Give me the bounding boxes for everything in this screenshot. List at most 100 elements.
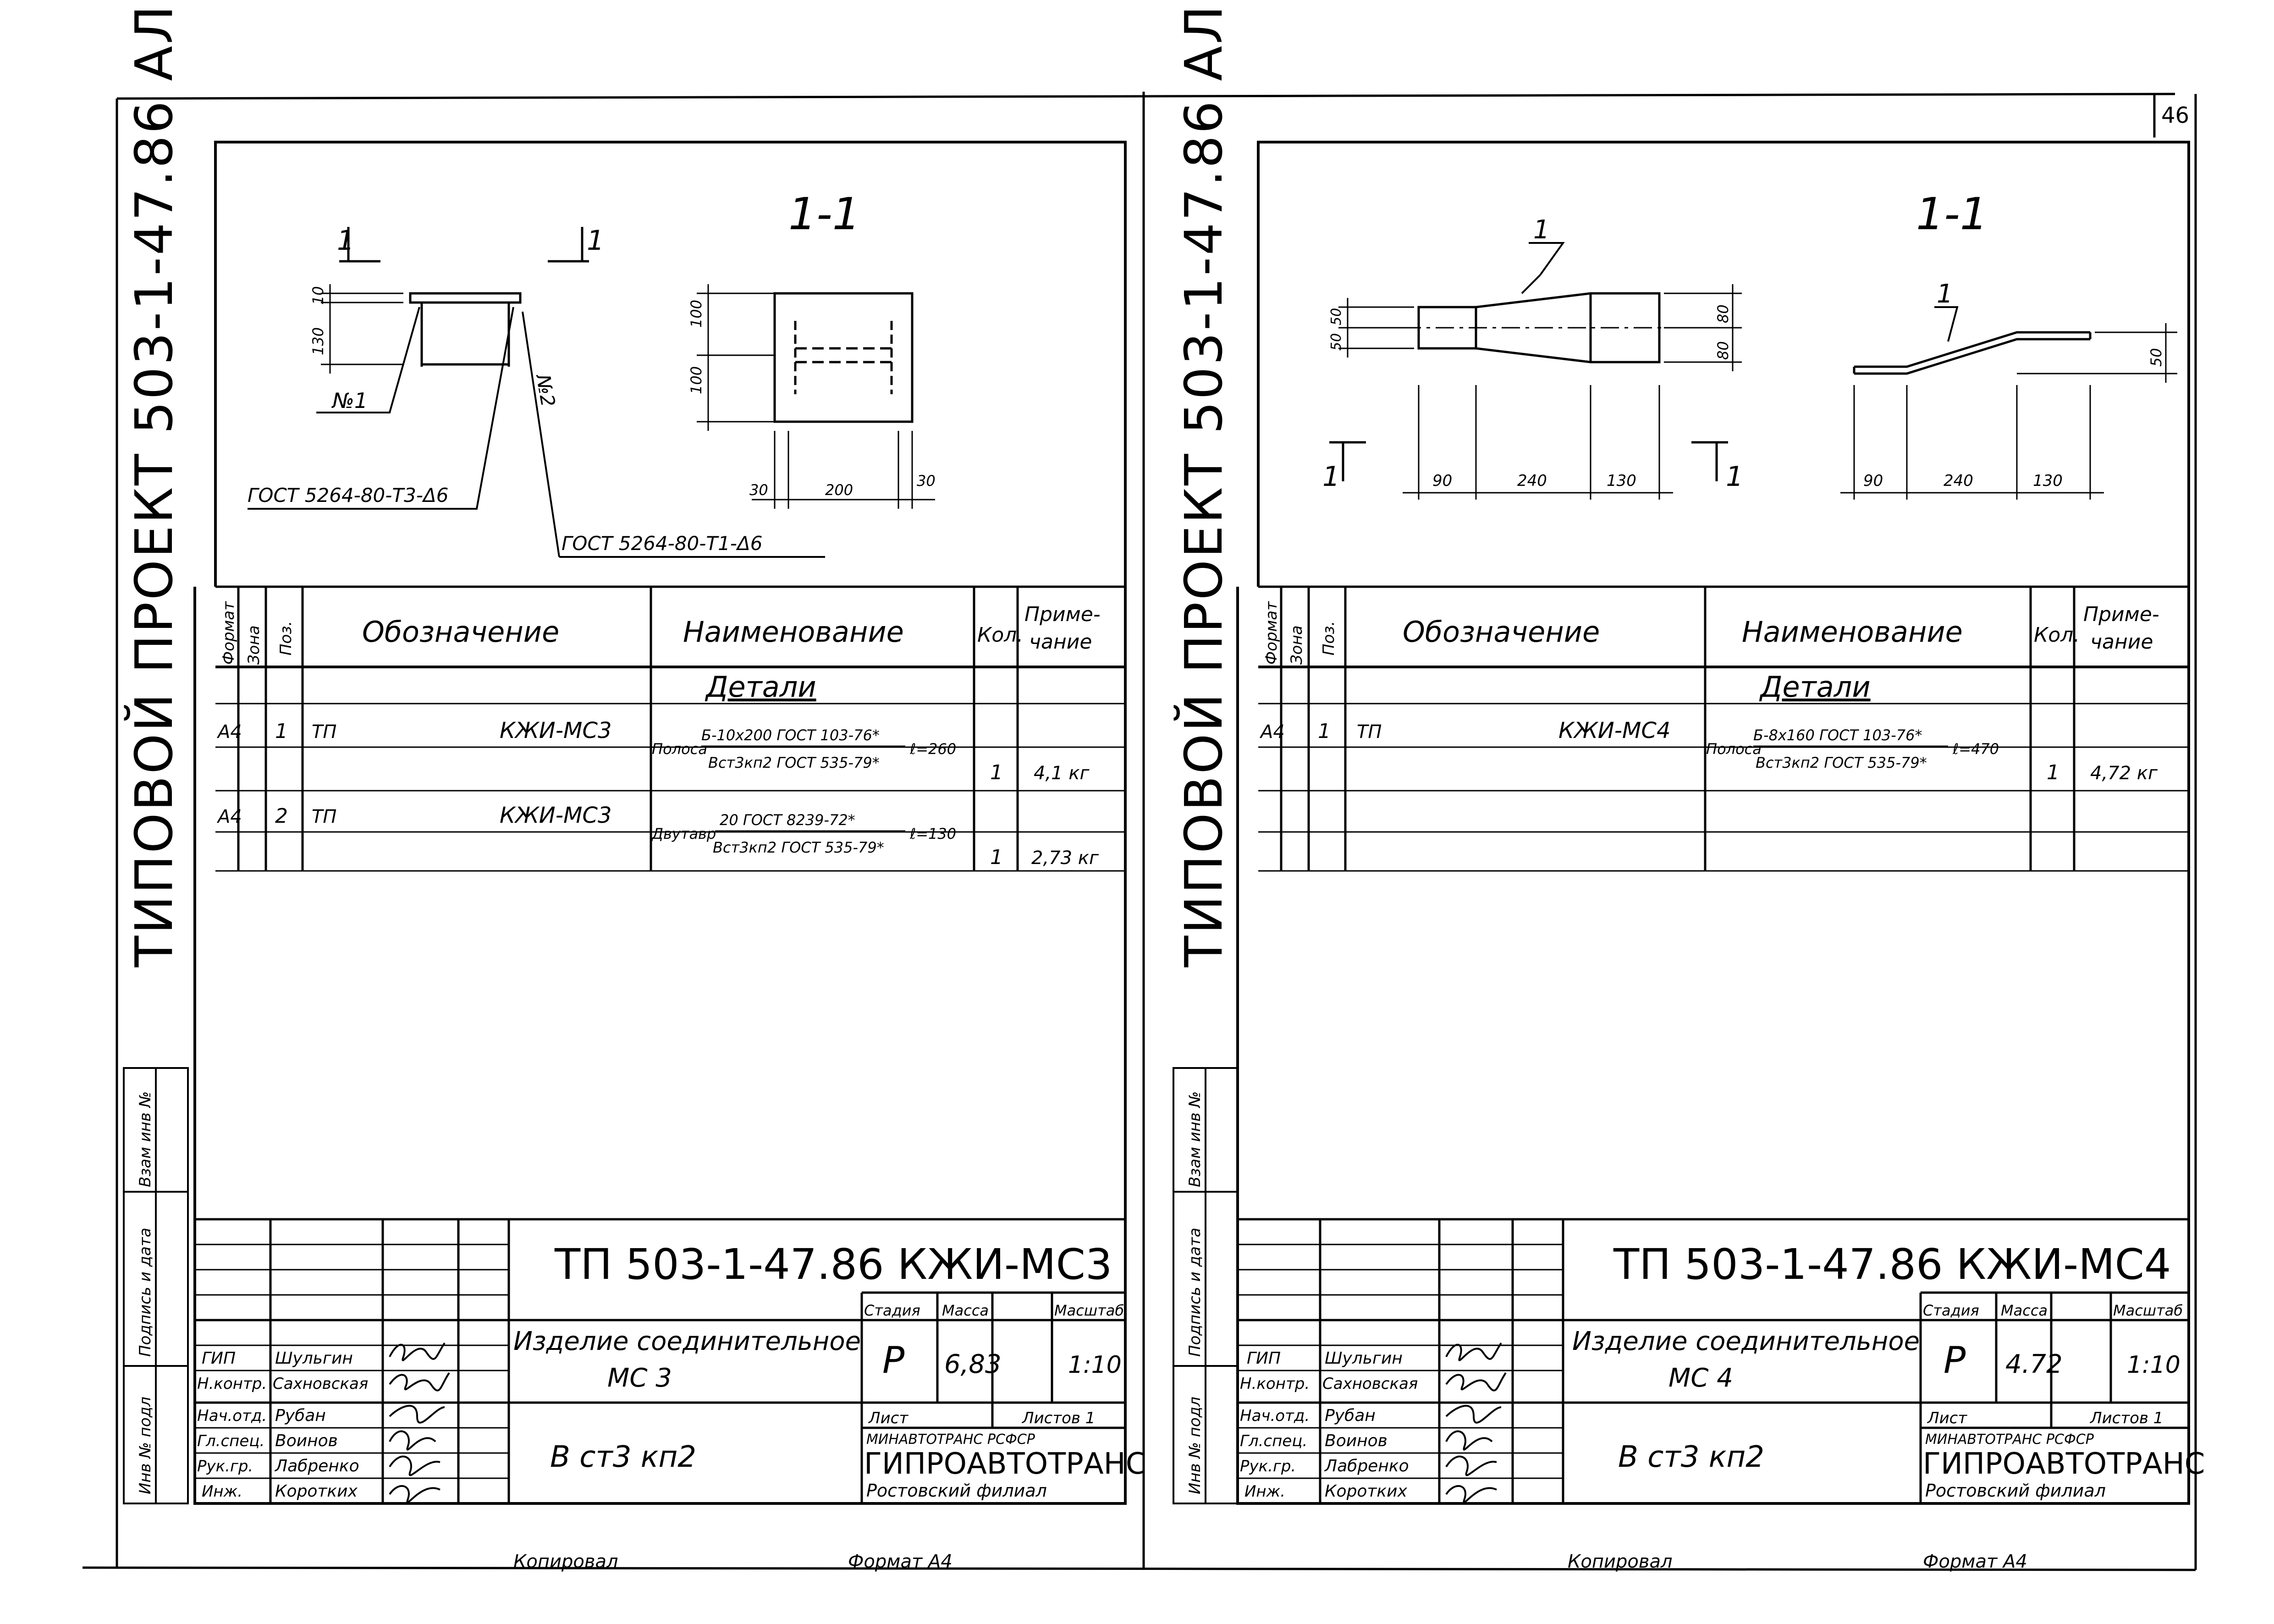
left-dim-100b: 100 [688, 366, 705, 394]
right-row1-name-bot: Вст3кп2 ГОСТ 535-79* [1756, 754, 1927, 771]
right-signer-name-4: Воинов [1325, 1431, 1388, 1450]
left-section-view [697, 284, 935, 509]
left-row2-mark: КЖИ-МС3 [500, 803, 611, 828]
right-sheet: ТИПОВОЙ ПРОЕКТ 503-1-47.86 АЛЬБОМ III Вз… [1173, 0, 2205, 1572]
left-inner-frame [193, 141, 1127, 1505]
left-footer-format: Формат А4 [848, 1551, 953, 1572]
right-cut-mark-a: 1 [1322, 461, 1340, 493]
right-stamp-podpis: Подпись и дата [1186, 1228, 1204, 1357]
right-side-stamp [1173, 1067, 1239, 1504]
left-row1-qty: 1 [990, 761, 1003, 784]
left-weld1: ГОСТ 5264-80-Т3-Δ6 [248, 484, 448, 506]
right-tb-scale: 1:10 [2127, 1351, 2180, 1379]
right-sdim-50: 50 [2147, 348, 2165, 367]
right-row1-qty: 1 [2047, 761, 2059, 784]
left-stamp-podpis: Подпись и дата [136, 1228, 154, 1357]
right-dim-240: 240 [1517, 472, 1547, 490]
left-signers: ГИП Шульгин Н.контр. Сахновская Нач.отд.… [197, 1349, 368, 1501]
right-hdr-note2: чание [2090, 630, 2153, 654]
left-dim-200: 200 [825, 481, 853, 499]
right-tb-material: В ст3 кп2 [1618, 1440, 1764, 1474]
left-row1-code: ТП [312, 721, 337, 743]
right-footer-copied: Копировал [1568, 1551, 1673, 1572]
right-hdr-pos: Поз. [1320, 621, 1338, 655]
right-tb-sheet-label: Лист [1927, 1409, 1967, 1427]
right-signer-role-6: Инж. [1244, 1482, 1285, 1501]
right-tb-branch: Ростовский филиал [1925, 1481, 2106, 1501]
left-row1-note: 4,1 кг [1034, 763, 1090, 784]
left-row2-name-top: 20 ГОСТ 8239-72* [720, 811, 855, 829]
left-plan-view [248, 227, 825, 558]
right-tb-mass: 4.72 [2005, 1349, 2063, 1379]
right-signer-name-6: Коротких [1325, 1482, 1408, 1501]
left-row2-format: А4 [216, 806, 242, 827]
left-row1-name-pre: Полоса [652, 740, 707, 758]
left-tb-sheets: Листов 1 [1021, 1409, 1095, 1427]
left-sheet: ТИПОВОЙ ПРОЕКТ 503-1-47.86 АЛЬБОМ III Вз… [123, 0, 1146, 1572]
left-row2-len: ℓ=130 [909, 825, 956, 842]
right-row1-pos: 1 [1318, 720, 1331, 743]
right-footer-format: Формат А4 [1923, 1551, 2027, 1572]
left-tb-mass-label: Масса [942, 1302, 989, 1319]
left-signer-role-3: Нач.отд. [197, 1407, 267, 1425]
right-row1-mark: КЖИ-МС4 [1558, 718, 1670, 743]
left-dim-100a: 100 [688, 300, 705, 328]
right-section-view [1840, 306, 2177, 500]
right-row1-name-top: Б-8х160 ГОСТ 103-76* [1753, 727, 1922, 744]
left-tb-title2: МС 3 [607, 1363, 672, 1393]
right-signer-role-4: Гл.спец. [1240, 1432, 1307, 1450]
left-tb-title1: Изделие соединительное [513, 1327, 861, 1356]
left-signer-name-1: Шульгин [275, 1349, 353, 1368]
right-section-part: 1 [1937, 279, 1953, 309]
left-row1-name-top: Б-10х200 ГОСТ 103-76* [701, 727, 880, 744]
right-row1-note: 4,72 кг [2090, 763, 2158, 784]
right-signer-name-2: Сахновская [1322, 1375, 1418, 1393]
left-hdr-pos: Поз. [277, 621, 295, 655]
right-dim-50b: 50 [1328, 333, 1344, 351]
left-tb-material: В ст3 кп2 [550, 1440, 696, 1474]
right-sdim-240: 240 [1944, 472, 1973, 490]
right-dim-50a: 50 [1328, 308, 1344, 325]
right-stamp-vzam: Взам инв № [1186, 1091, 1204, 1187]
left-tb-branch: Ростовский филиал [866, 1481, 1047, 1501]
left-row1-mark: КЖИ-МС3 [500, 718, 611, 743]
left-dim-30a: 30 [749, 481, 768, 499]
right-inner-frame [1236, 141, 2190, 1505]
left-dim-10: 10 [309, 286, 327, 305]
left-signer-name-6: Коротких [275, 1482, 358, 1501]
left-tb-stage: Р [882, 1339, 905, 1382]
right-dim-130: 130 [1607, 472, 1636, 490]
right-dim-80b: 80 [1714, 341, 1732, 360]
right-tb-title2: МС 4 [1668, 1363, 1733, 1393]
left-cut-mark-a: 1 [337, 225, 354, 257]
right-row1-code: ТП [1357, 721, 1382, 743]
right-signatures [1445, 1342, 1507, 1503]
right-title-block [1238, 1218, 2189, 1503]
right-hdr-note1: Приме- [2083, 603, 2159, 626]
right-tb-stage: Р [1944, 1339, 1966, 1382]
right-row1-format: А4 [1259, 721, 1285, 743]
right-row1-len: ℓ=470 [1952, 740, 1999, 758]
left-tb-mass: 6,83 [944, 1349, 1002, 1379]
left-signatures [389, 1342, 450, 1503]
left-spec-table [215, 585, 1125, 872]
left-row2-name-bot: Вст3кп2 ГОСТ 535-79* [713, 839, 884, 856]
left-row-1: А4 1 ТП КЖИ-МС3 Полоса Б-10х200 ГОСТ 103… [216, 718, 1090, 784]
left-signer-name-4: Воинов [275, 1431, 338, 1450]
left-row2-note: 2,73 кг [1031, 848, 1099, 869]
right-section-label: 1-1 [1916, 188, 1988, 240]
left-row2-code: ТП [312, 806, 337, 827]
left-row1-len: ℓ=260 [909, 740, 956, 758]
right-spec-table [1258, 585, 2189, 872]
right-hdr-zone: Зона [1288, 625, 1306, 665]
left-signer-role-6: Инж. [202, 1482, 242, 1501]
left-weld2: ГОСТ 5264-80-Т1-Δ6 [562, 532, 762, 555]
right-tb-stage-label: Стадия [1923, 1302, 1979, 1319]
left-section-row: Детали [705, 670, 816, 704]
left-row-2: А4 2 ТП КЖИ-МС3 Двутавр 20 ГОСТ 8239-72*… [216, 803, 1099, 869]
right-signers: ГИП Шульгин Н.контр. Сахновская Нач.отд.… [1240, 1349, 1418, 1501]
right-part-label: 1 [1533, 215, 1550, 245]
left-row2-name-pre: Двутавр [651, 825, 716, 842]
left-side-stamp [123, 1067, 189, 1504]
